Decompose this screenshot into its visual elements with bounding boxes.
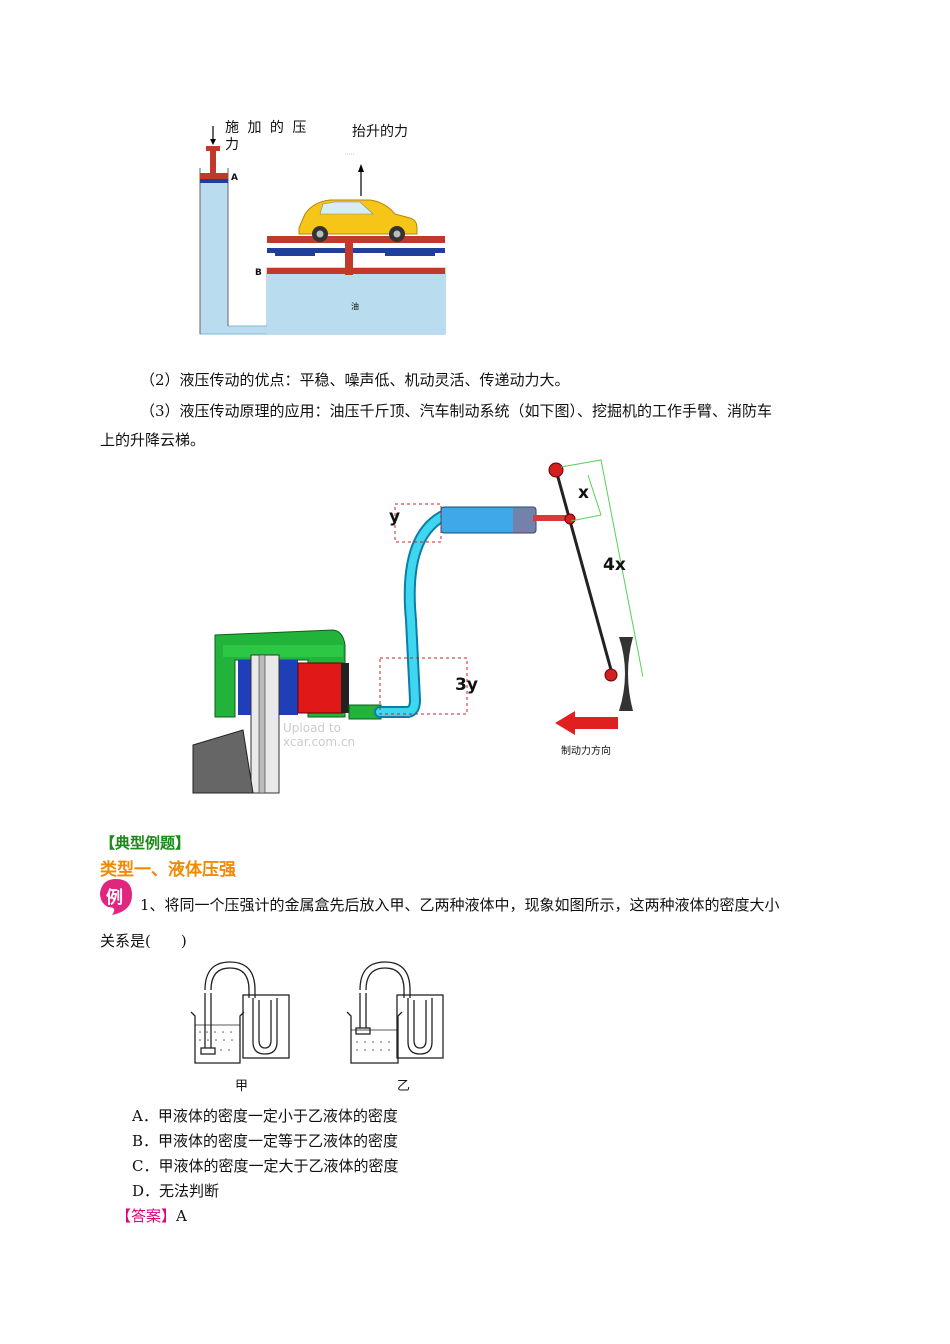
watermark-text: Upload to xcar.com.cn (283, 721, 356, 749)
question-line1: 1、将同一个压强计的金属盒先后放入甲、乙两种液体中，现象如图所示，这两种液体的密… (140, 896, 780, 914)
label-y: y (389, 507, 401, 527)
applied-force-label: 施 加 的 压 力 (225, 120, 309, 153)
option-d: D．无法判断 (132, 1182, 220, 1200)
question-line2: 关系是( ) (100, 932, 187, 950)
car-icon (298, 199, 418, 242)
option-a: A．甲液体的密度一定小于乙液体的密度 (132, 1107, 398, 1125)
paragraph-applications-line2: 上的升降云梯。 (100, 431, 206, 449)
piston-b-label: B (255, 268, 262, 278)
lift-force-label: 抬升的力 (352, 124, 408, 140)
label-x: x (578, 483, 589, 503)
option-b: B．甲液体的密度一定等于乙液体的密度 (132, 1132, 399, 1150)
paragraph-advantages: （2）液压传动的优点：平稳、噪声低、机动灵活、传递动力大。 (140, 371, 570, 389)
answer-value: A (176, 1207, 187, 1225)
label-4x: 4x (603, 555, 626, 575)
section-heading: 【典型例题】 (100, 834, 191, 852)
example-badge-icon (100, 879, 132, 915)
hydraulic-lift-figure: 施 加 的 压 力 抬升的力 A B 油 (195, 118, 450, 336)
hydraulic-lift-diagram (199, 126, 446, 335)
answer-tag: 【答案】 (116, 1207, 177, 1225)
type-heading: 类型一、液体压强 (100, 860, 236, 880)
manometer-figure: 甲 乙 (185, 950, 455, 1095)
label-3y: 3y (455, 675, 478, 695)
example-badge-label: 例 (106, 888, 123, 908)
example-badge: 例 (98, 877, 134, 917)
brake-system-diagram (183, 455, 644, 795)
brake-system-figure: x 4x y 3y 制动力方向 Upload to xcar.com.cn (183, 455, 644, 795)
piston-a-label: A (231, 173, 238, 183)
brake-direction-label: 制动力方向 (561, 746, 611, 757)
paragraph-applications-line1: （3）液压传动原理的应用：油压千斤顶、汽车制动系统（如下图）、挖掘机的工作手臂、… (140, 402, 773, 420)
manometer-diagram (190, 961, 444, 1064)
figure-label-yi: 乙 (397, 1079, 411, 1094)
option-c: C．甲液体的密度一定大于乙液体的密度 (132, 1157, 399, 1175)
oil-label: 油 (351, 302, 359, 311)
answer-line: 【答案】A (116, 1206, 187, 1226)
figure-label-jia: 甲 (235, 1079, 249, 1094)
